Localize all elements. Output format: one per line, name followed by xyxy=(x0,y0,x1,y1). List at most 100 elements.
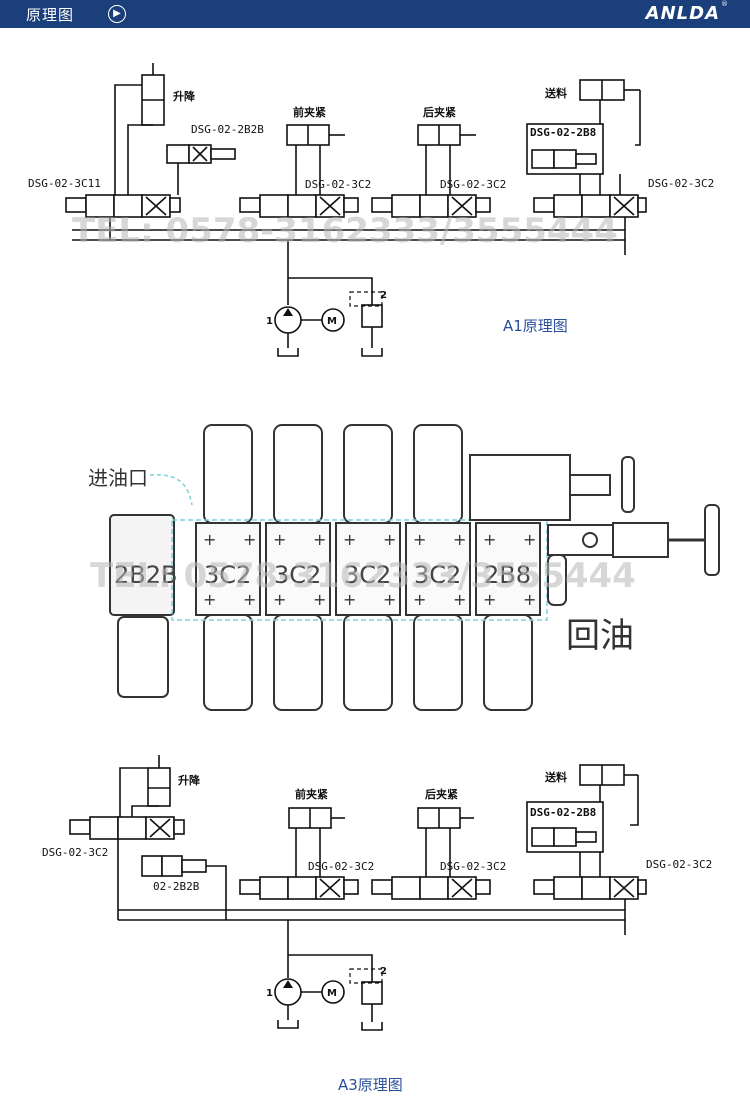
solenoid-coils: + + + + + + + + + + + + + + + + + + + + xyxy=(195,424,541,711)
front-clamp-label: 前夹紧 xyxy=(293,105,326,119)
feed-cylinder-a3 xyxy=(579,764,638,786)
page-title: 原理图 xyxy=(26,6,75,24)
plus-mark-icon: + xyxy=(523,590,536,609)
sub-valve-2b2b-label: DSG-02-2B2B xyxy=(191,123,264,136)
watermark-a1: TEL: 0578-3162333/3555444 xyxy=(72,211,618,251)
main-valve-3 xyxy=(371,194,491,218)
main-valve-1-label: DSG-02-3C11 xyxy=(28,177,101,190)
play-arrow-icon[interactable]: ▶ xyxy=(108,5,126,23)
caption-a3: A3原理图 xyxy=(338,1076,403,1094)
brand-logo: ANLDA xyxy=(645,3,720,24)
header-bar: 原理图 ▶ ANLDA ® xyxy=(0,0,750,28)
solenoid-coil-top xyxy=(343,424,393,524)
feed-cylinder xyxy=(579,79,640,101)
relief-number-a3: 2 xyxy=(380,966,387,977)
plus-mark-icon: + xyxy=(203,530,216,549)
rear-clamp-label-a3: 后夹紧 xyxy=(425,787,458,801)
plus-mark-icon: + xyxy=(313,530,326,549)
main-valve-4 xyxy=(533,194,647,218)
rear-clamp-cylinder xyxy=(417,124,476,146)
plus-mark-icon: + xyxy=(483,590,496,609)
valve-label: 3C2 xyxy=(414,561,461,589)
valve-body xyxy=(195,522,261,616)
sub-valve-2b8 xyxy=(526,123,604,175)
plus-mark-icon: + xyxy=(273,590,286,609)
front-clamp-cylinder xyxy=(286,124,345,146)
relief-handle xyxy=(469,454,720,606)
caption-a1: A1原理图 xyxy=(503,317,568,335)
plus-mark-icon: + xyxy=(243,530,256,549)
solenoid-coil-top xyxy=(413,424,463,524)
motor-symbol-a3: M xyxy=(327,988,337,999)
main-valve-1-a3 xyxy=(69,816,185,840)
main-valve-3-label: DSG-02-3C2 xyxy=(440,178,506,191)
plus-mark-icon: + xyxy=(413,530,426,549)
inlet-label: 进油口 xyxy=(88,466,148,490)
front-clamp-label-a3: 前夹紧 xyxy=(295,787,328,801)
plus-mark-icon: + xyxy=(453,530,466,549)
main-valve-3-label-a3: DSG-02-3C2 xyxy=(440,860,506,873)
solenoid-coil-top xyxy=(203,424,253,524)
valve-block-2b2b xyxy=(109,514,175,698)
main-valve-2-a3 xyxy=(239,876,359,900)
pump-assembly-a3: M 1 2 xyxy=(266,954,387,1031)
plus-mark-icon: + xyxy=(203,590,216,609)
pump-number: 1 xyxy=(266,316,273,327)
feed-label: 送料 xyxy=(544,86,567,100)
valve-label: 2B8 xyxy=(484,561,531,589)
valve-label: 3C2 xyxy=(344,561,391,589)
plus-mark-icon: + xyxy=(273,530,286,549)
plus-mark-icon: + xyxy=(343,590,356,609)
plus-mark-icon: + xyxy=(453,590,466,609)
sub-valve-2b2b-label-a3: 02-2B2B xyxy=(153,880,200,893)
valve-labels: 2B2B 3C2 3C2 3C2 3C2 2B8 xyxy=(114,561,531,589)
rear-clamp-label: 后夹紧 xyxy=(423,105,456,119)
plus-mark-icon: + xyxy=(383,530,396,549)
sub-valve-2b2b-a3 xyxy=(141,855,207,877)
main-valve-4-label: DSG-02-3C2 xyxy=(648,177,714,190)
sub-valve-2b8-a3 xyxy=(526,801,604,853)
lift-cylinder-a3 xyxy=(147,755,171,807)
lift-cylinder xyxy=(141,63,165,126)
manifold-drawing: + + + + + + + + + + + + + + + + + + + + 2B2B 3C2 3C2 3C2 3C2 2B8… xyxy=(88,424,720,711)
valve-body xyxy=(475,522,541,616)
pump-number-a3: 1 xyxy=(266,988,273,999)
main-valve-2-label-a3: DSG-02-3C2 xyxy=(308,860,374,873)
main-valve-3-a3 xyxy=(371,876,491,900)
front-clamp-cylinder-a3 xyxy=(288,807,345,829)
solenoid-coil-top xyxy=(273,424,323,524)
main-valve-2 xyxy=(239,194,359,218)
watermark-photo: TEL: 0578-3162333/3555444 xyxy=(90,556,636,596)
schematic-a3: 升降 前夹紧 后夹紧 送料 DSG-02-3C2 02-2B2B xyxy=(42,755,712,1094)
main-valve-1-label-a3: DSG-02-3C2 xyxy=(42,846,108,859)
schematic-a1: 升降 前夹紧 后夹紧 送料 DSG-02-2B2B DSG-02-2B8 xyxy=(28,63,714,357)
plus-mark-icon: + xyxy=(343,530,356,549)
valve-label: 3C2 xyxy=(204,561,251,589)
main-valve-4-label-a3: DSG-02-3C2 xyxy=(646,858,712,871)
plus-mark-icon: + xyxy=(383,590,396,609)
solenoid-coil-bottom xyxy=(413,614,463,711)
main-valve-4-a3 xyxy=(533,876,647,900)
piping-a3 xyxy=(117,767,639,978)
motor-symbol: M xyxy=(327,316,337,327)
registered-mark-icon: ® xyxy=(721,0,728,8)
main-valve-2-label: DSG-02-3C2 xyxy=(305,178,371,191)
sub-valve-2b8-label: DSG-02-2B8 xyxy=(530,126,596,139)
sub-valve-2b8-label-a3: DSG-02-2B8 xyxy=(530,806,596,819)
main-valve-1 xyxy=(65,194,181,218)
pump-assembly: M 1 2 xyxy=(266,277,387,357)
relief-number: 2 xyxy=(380,290,387,301)
plus-mark-icon: + xyxy=(413,590,426,609)
valve-label: 2B2B xyxy=(114,561,177,589)
lift-label-a3: 升降 xyxy=(178,773,201,787)
plus-mark-icon: + xyxy=(243,590,256,609)
piping-a1 xyxy=(72,84,641,305)
lift-label: 升降 xyxy=(173,89,196,103)
plus-mark-icon: + xyxy=(483,530,496,549)
plus-mark-icon: + xyxy=(523,530,536,549)
solenoid-coil-bottom xyxy=(483,614,533,711)
plus-mark-icon: + xyxy=(313,590,326,609)
rear-clamp-cylinder-a3 xyxy=(417,807,474,829)
solenoid-coil-bottom xyxy=(343,614,393,711)
valve-label: 3C2 xyxy=(274,561,321,589)
